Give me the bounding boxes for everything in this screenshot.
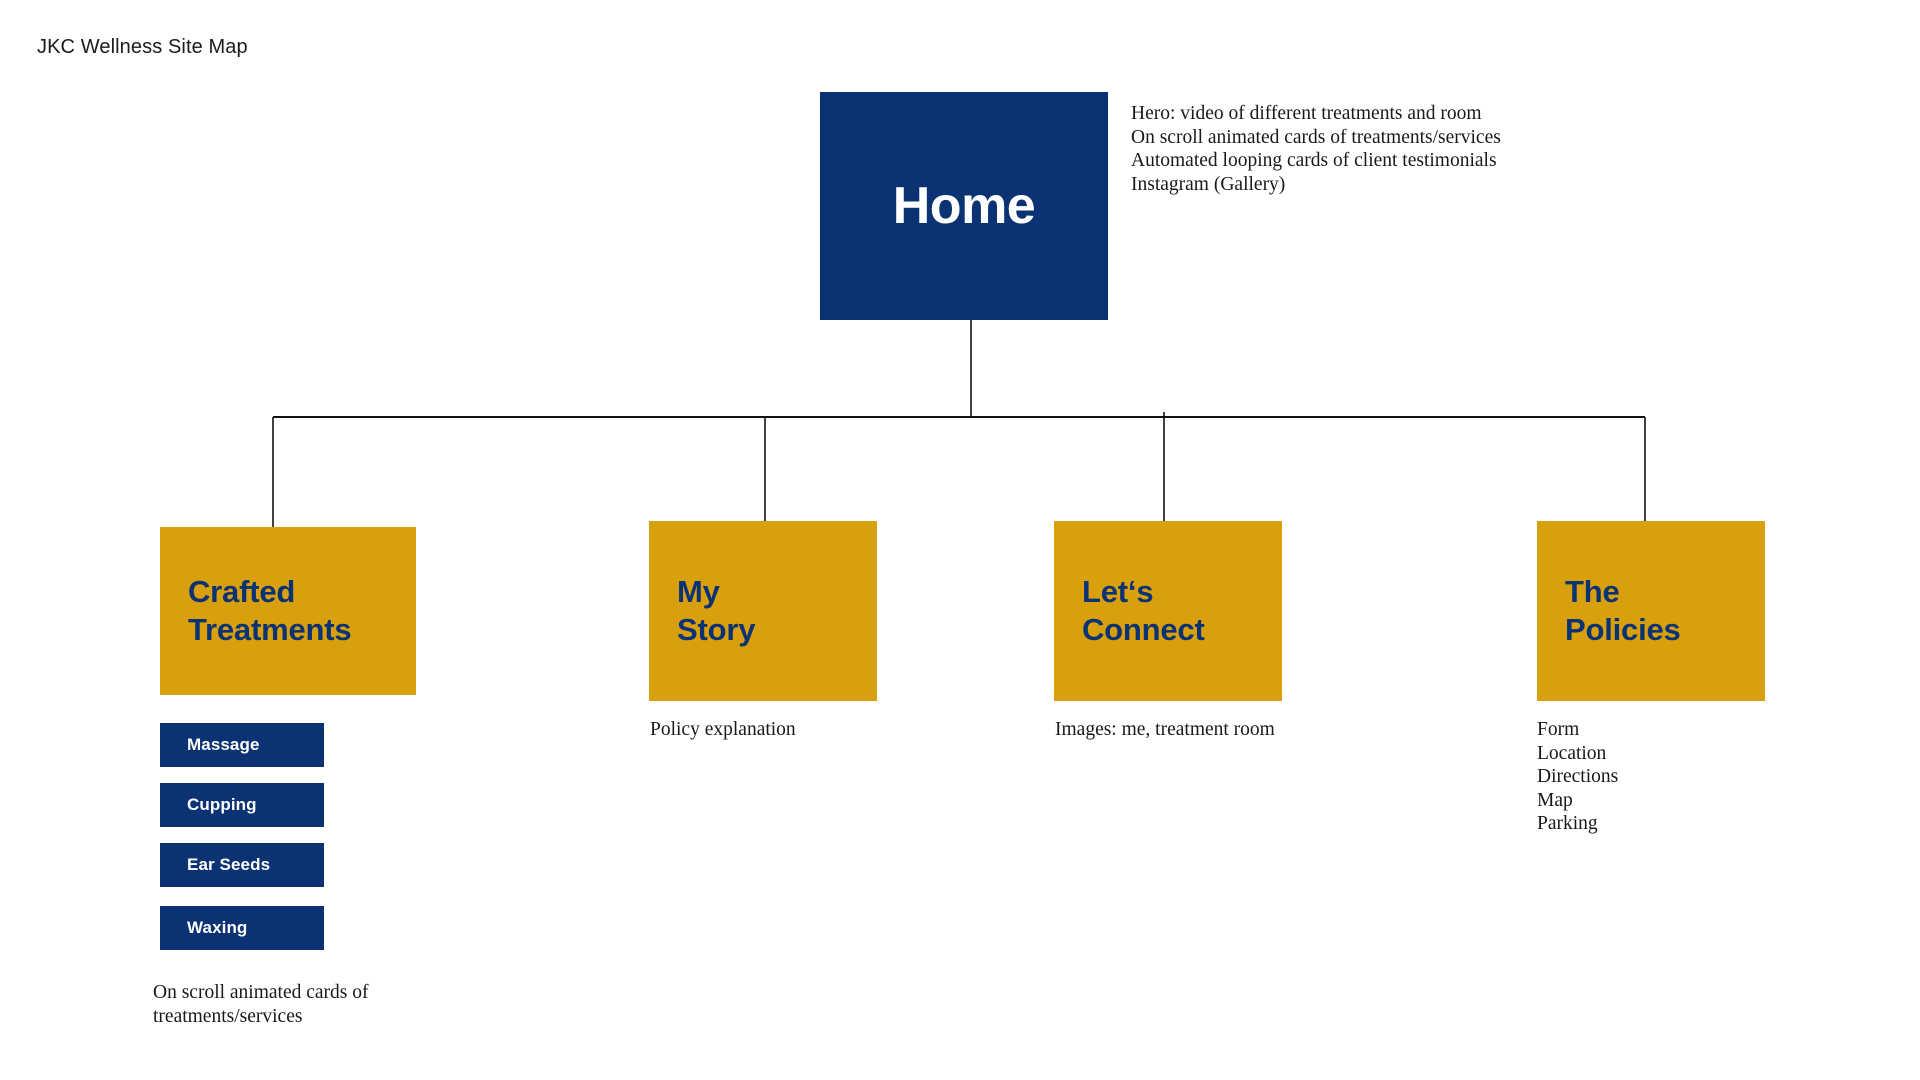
node-lets-connect[interactable]: Let‘s Connect bbox=[1054, 521, 1282, 701]
node-my-story[interactable]: My Story bbox=[649, 521, 877, 701]
node-my-story-label: My Story bbox=[677, 574, 756, 647]
node-home[interactable]: Home bbox=[820, 92, 1108, 320]
node-home-label: Home bbox=[892, 176, 1036, 235]
node-the-policies[interactable]: The Policies bbox=[1537, 521, 1765, 701]
node-ear-seeds-label: Ear Seeds bbox=[187, 855, 271, 874]
note-crafted-treatments: On scroll animated cards of treatments/s… bbox=[153, 982, 369, 1027]
note-my-story: Policy explanation bbox=[650, 719, 796, 740]
node-crafted-treatments[interactable]: Crafted Treatments bbox=[160, 527, 416, 695]
node-ear-seeds[interactable]: Ear Seeds bbox=[160, 843, 324, 887]
note-lets-connect: Images: me, treatment room bbox=[1055, 719, 1275, 740]
note-the-policies: Form Location Directions Map Parking bbox=[1537, 719, 1619, 834]
node-massage[interactable]: Massage bbox=[160, 723, 324, 767]
node-lets-connect-label: Let‘s Connect bbox=[1082, 574, 1205, 647]
node-the-policies-label: The Policies bbox=[1565, 574, 1681, 647]
node-crafted-treatments-label: Crafted Treatments bbox=[188, 574, 352, 647]
page-title: JKC Wellness Site Map bbox=[37, 36, 248, 58]
node-massage-label: Massage bbox=[187, 735, 260, 754]
node-cupping[interactable]: Cupping bbox=[160, 783, 324, 827]
node-waxing-label: Waxing bbox=[187, 918, 248, 937]
node-cupping-label: Cupping bbox=[187, 795, 257, 814]
node-waxing[interactable]: Waxing bbox=[160, 906, 324, 950]
note-home: Hero: video of different treatments and … bbox=[1131, 103, 1501, 195]
